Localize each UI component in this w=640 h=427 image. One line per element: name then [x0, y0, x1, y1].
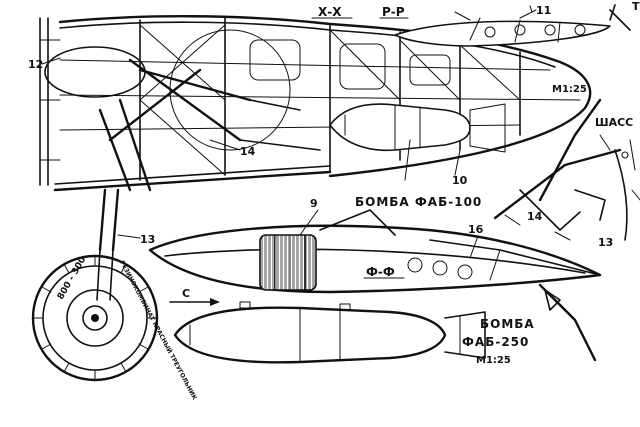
chassis-detail: [493, 98, 640, 241]
callout-12: 12: [28, 58, 43, 71]
scale-label-bottom: М1:25: [476, 355, 511, 366]
section-rr: [394, 4, 631, 47]
label-marker-t: Т: [632, 0, 640, 13]
scale-label-top: М1:25: [552, 84, 587, 95]
callout-14-fuselage: 14: [240, 145, 256, 158]
tire-tread: [32, 255, 158, 381]
callout-14-chassis: 14: [527, 210, 543, 223]
fab250-bomb-shape: [173, 301, 486, 364]
callout-9: 9: [310, 197, 318, 210]
section-label-rr: Р-Р: [382, 5, 405, 19]
section-label-ff: Ф-Ф: [366, 265, 395, 279]
label-bomb-fab250: ФАБ-250: [462, 335, 529, 349]
label-chassis: ШАСС: [595, 116, 633, 129]
label-bomb-word: БОМБА: [480, 317, 535, 331]
label-bomb-fab100: БОМБА ФАБ-100: [355, 195, 482, 209]
fab100-bomb-shape: [329, 103, 506, 153]
callout-10: 10: [452, 174, 468, 187]
callout-13-wheel: 13: [140, 233, 155, 246]
section-ff: [148, 209, 602, 362]
callout-13-chassis: 13: [598, 236, 613, 249]
section-label-xx: Х-Х: [318, 5, 342, 19]
fuselage-section: [39, 15, 592, 192]
callout-16: 16: [468, 223, 484, 236]
callout-11: 11: [536, 4, 551, 17]
label-arrow-c: С: [182, 287, 190, 300]
main-wheel: [31, 188, 159, 382]
